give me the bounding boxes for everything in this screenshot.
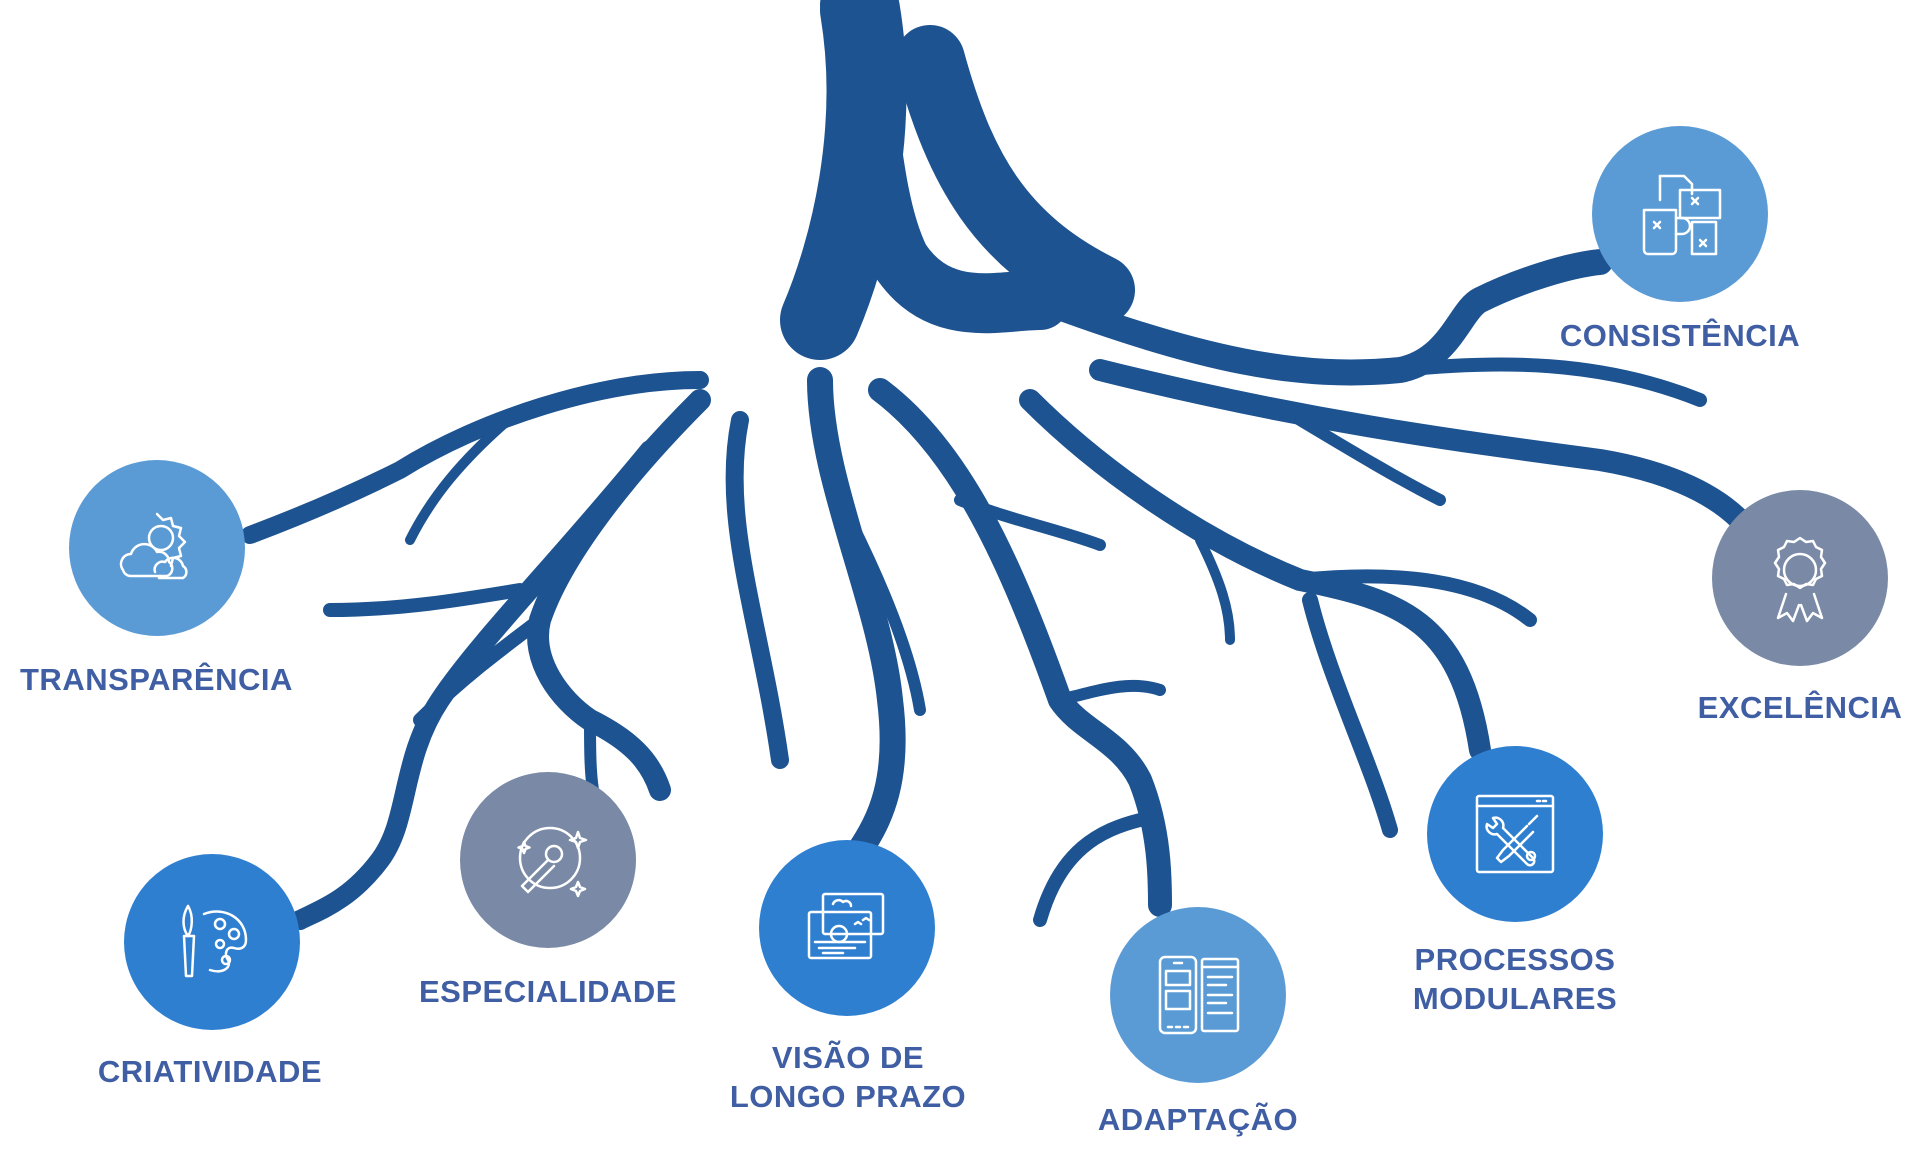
- root-transparencia: [241, 371, 709, 544]
- root-excelencia: [1089, 359, 1751, 531]
- adaptacao-circle: [1110, 907, 1286, 1083]
- root-adaptacao: [868, 378, 1172, 917]
- sun-cloud-icon: [119, 512, 188, 580]
- award-ribbon-icon: [1773, 536, 1827, 623]
- root-consistencia-tip: [1393, 357, 1707, 407]
- criatividade-circle: [124, 854, 300, 1030]
- consistencia-label: CONSISTÊNCIA: [1559, 318, 1801, 353]
- root-excelencia-split: [1294, 414, 1446, 506]
- root-especialidade: [527, 389, 711, 801]
- criatividade-label: CRIATIVIDADE: [97, 1054, 323, 1089]
- adaptacao-label: ADAPTAÇÃO: [1097, 1102, 1299, 1137]
- root-visao: [807, 367, 906, 863]
- especialidade-label: ESPECIALIDADE: [419, 974, 677, 1009]
- magic-wand-icon: [517, 826, 588, 898]
- processos-circle: [1427, 746, 1603, 922]
- visao-circle: [759, 840, 935, 1016]
- processos-label: PROCESSOS MODULARES: [1412, 942, 1618, 1016]
- excelencia-label: EXCELÊNCIA: [1697, 690, 1903, 725]
- transparencia-circle: [69, 460, 245, 636]
- root-transparencia-side: [405, 405, 525, 545]
- trunk-core: [780, 0, 907, 360]
- mobile-layout-icon: [1158, 955, 1240, 1035]
- landscape-images-icon: [807, 892, 885, 960]
- tools-window-icon: [1475, 794, 1555, 874]
- palette-icon: [182, 904, 248, 978]
- trunk-right: [895, 25, 1135, 325]
- visao-label: VISÃO DE LONGO PRAZO: [729, 1040, 967, 1114]
- excelencia-circle: [1712, 490, 1888, 666]
- root-adaptacao-up: [954, 494, 1106, 551]
- brand-mockups-icon: [1642, 174, 1722, 256]
- root-processos-left: [1302, 592, 1398, 838]
- root-criatividade: [290, 440, 660, 930]
- consistencia-circle: [1592, 126, 1768, 302]
- root-processos-mid: [1195, 535, 1235, 645]
- root-visao-mid: [844, 514, 926, 716]
- root-adaptacao-branch: [1054, 679, 1166, 706]
- root-adaptacao-left: [1033, 813, 1147, 927]
- root-processos-right: [1293, 569, 1537, 627]
- especialidade-circle: [460, 772, 636, 948]
- root-criatividade-branch: [323, 583, 527, 617]
- transparencia-label: TRANSPARÊNCIA: [20, 662, 293, 697]
- root-visao-left: [725, 411, 789, 769]
